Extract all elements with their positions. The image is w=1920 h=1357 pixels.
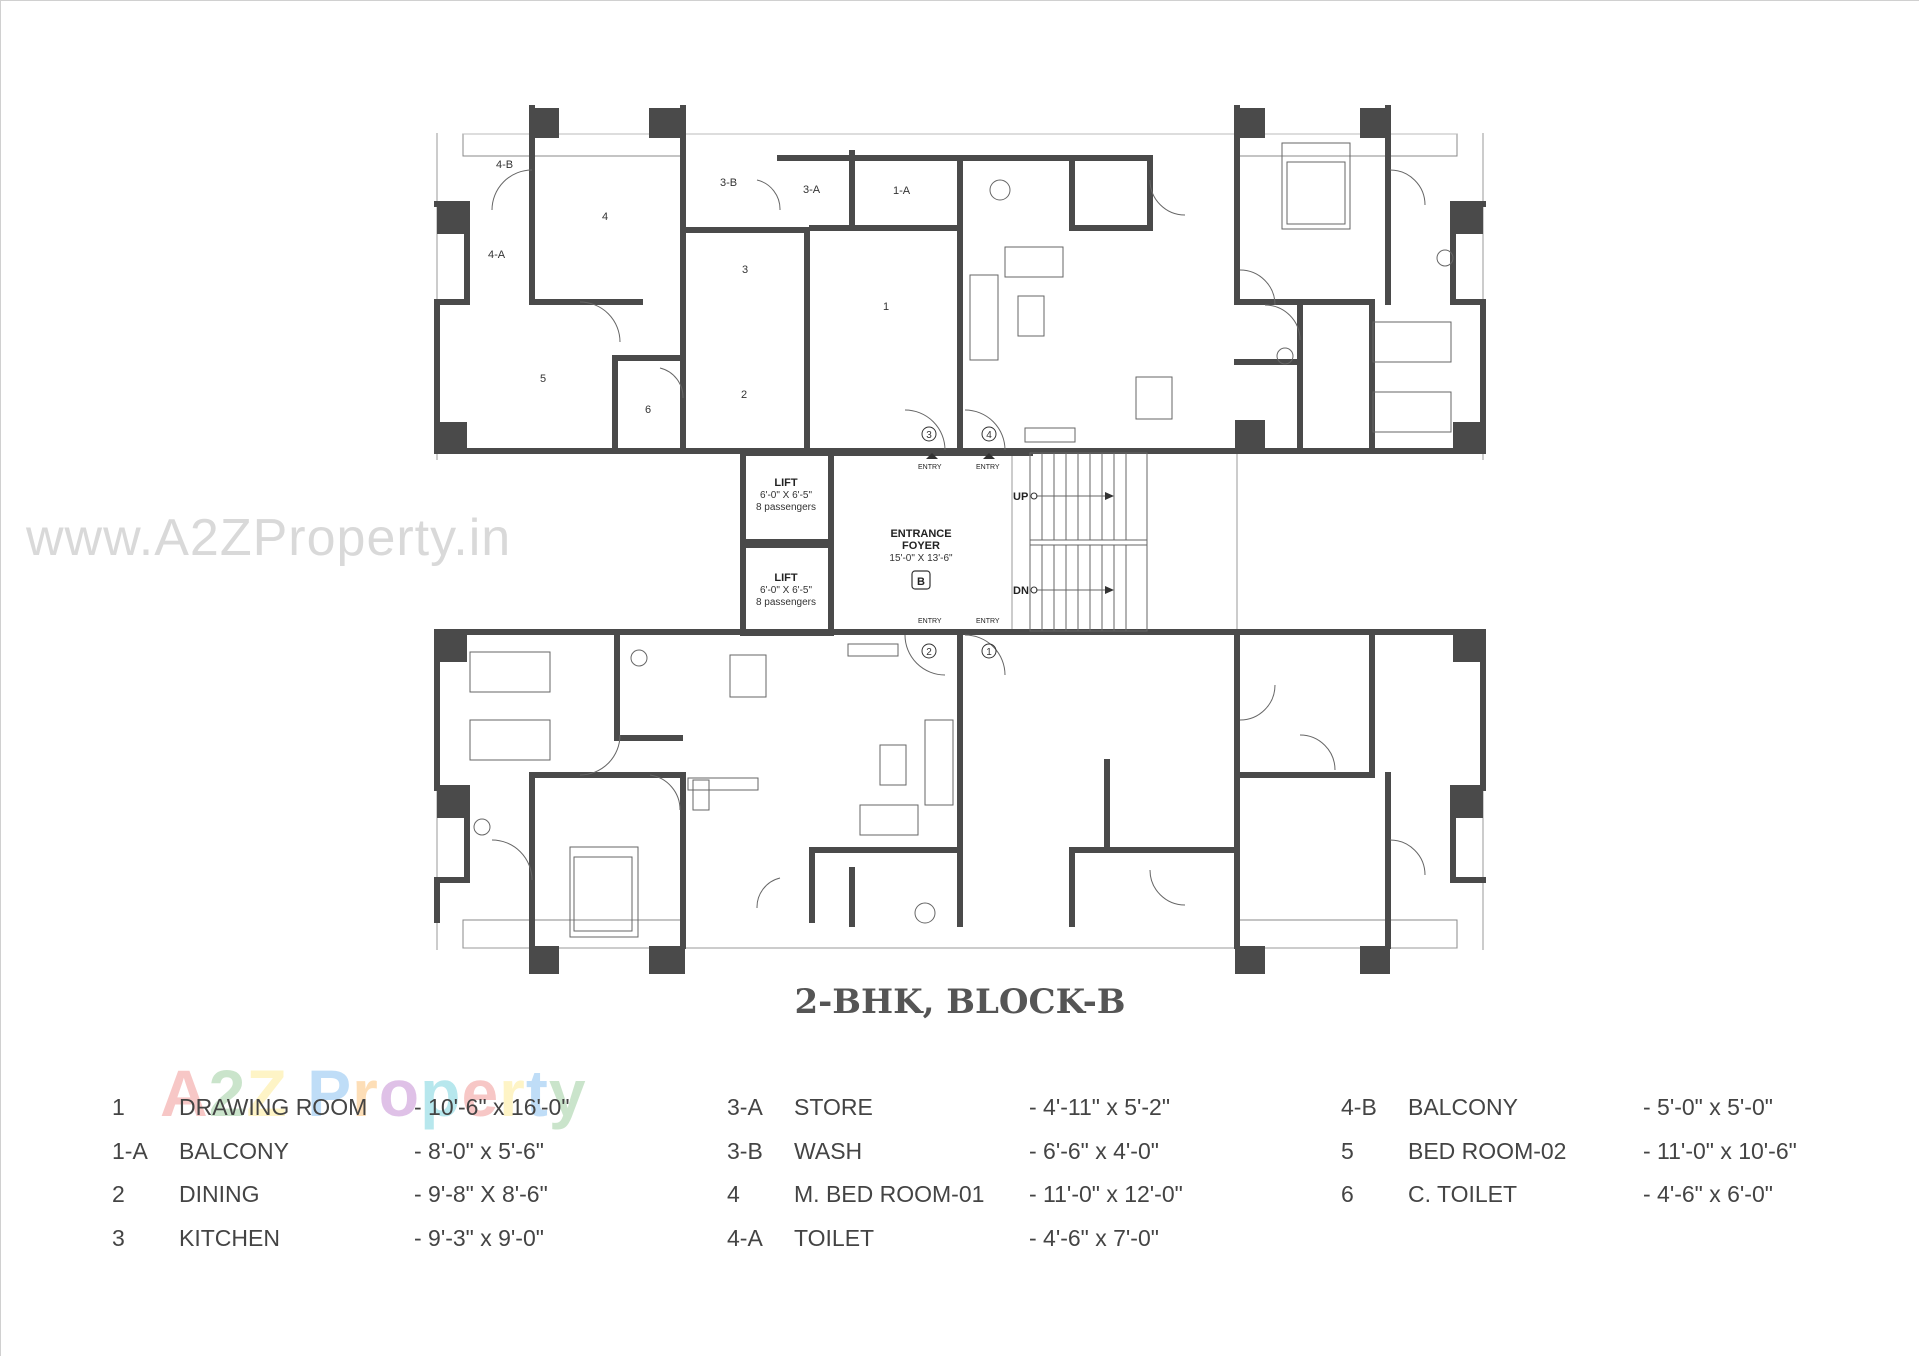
room-tag-2: 2 [741, 389, 747, 401]
room-tag-3a: 3-A [803, 184, 821, 196]
unit-number-3: 3 [926, 430, 932, 441]
stair-up-label: UP [1013, 491, 1028, 503]
room-tag-4a: 4-A [488, 249, 506, 261]
lift-2-size: 6'-0" X 6'-5" [760, 585, 813, 596]
entry-label-unit-2: ENTRY [918, 618, 942, 625]
plan-title: 2-BHK, BLOCK-B [794, 982, 1126, 1022]
unit-number-1: 1 [986, 647, 992, 658]
foyer-label-1: ENTRANCE [890, 528, 951, 540]
entry-label-unit-1: ENTRY [976, 618, 1000, 625]
room-tag-4: 4 [602, 211, 608, 223]
foyer-label-2: FOYER [902, 540, 940, 552]
room-tag-4b: 4-B [496, 159, 513, 171]
block-badge-letter: B [917, 576, 925, 588]
room-tag-6: 6 [645, 404, 651, 416]
unit-number-2: 2 [926, 647, 932, 658]
watermark-text: www.A2ZProperty.in [26, 509, 512, 567]
lift-2-label: LIFT [774, 572, 797, 584]
unit-number-4: 4 [986, 430, 992, 441]
lift-2-capacity: 8 passengers [756, 597, 816, 608]
block-badge [911, 570, 931, 590]
entry-label-unit-4: ENTRY [976, 464, 1000, 471]
lift-1-label: LIFT [774, 477, 797, 489]
lift-1-size: 6'-0" X 6'-5" [760, 490, 813, 501]
room-tag-3b: 3-B [720, 177, 737, 189]
stair-down-label: DN [1013, 585, 1029, 597]
entry-label-unit-3: ENTRY [918, 464, 942, 471]
room-tag-5: 5 [540, 373, 546, 385]
foyer-size: 15'-0" X 13'-6" [889, 553, 953, 564]
room-tag-1a: 1-A [893, 185, 911, 197]
lift-1-capacity: 8 passengers [756, 502, 816, 513]
brand-logo: A2Z Property [160, 1056, 587, 1130]
room-tag-1: 1 [883, 301, 889, 313]
room-tag-3: 3 [742, 264, 748, 276]
